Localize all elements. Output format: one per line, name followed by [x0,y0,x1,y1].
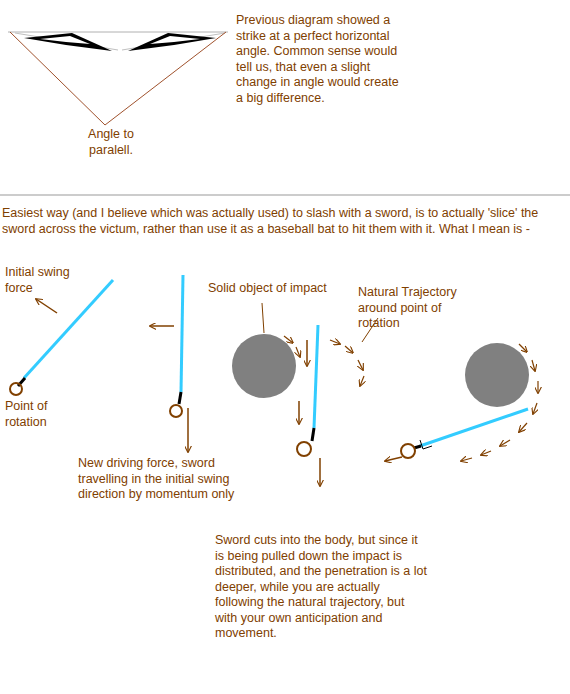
trajectory-arrow [500,440,510,446]
impact-object [232,334,296,398]
sword-blade [181,275,183,392]
sword-guard [420,440,432,449]
trajectory-arrow [360,376,364,386]
rotation-point [297,442,311,456]
impact-object [465,343,529,407]
trajectory-arrow [533,403,537,414]
trajectory-arrow [296,347,300,357]
leader-line [262,303,264,333]
force-arrow [36,299,57,313]
force-note: New driving force, sword travelling in t… [78,456,260,503]
horizontal-line [8,32,228,33]
trajectory-arrow [358,360,363,370]
sword-hilt [312,428,314,441]
separator [0,195,570,196]
blade-highlight [150,36,200,44]
trajectory-arrow [345,346,353,353]
trajectory-arrow [537,381,538,393]
note-text: Previous diagram showed a strike at a pe… [236,13,408,106]
sword-blade [24,280,113,378]
sword-blade [314,325,318,428]
force-arrow [298,401,300,424]
trajectory-label: Natural Trajectory around point of rotat… [358,285,483,332]
intro-text: Easiest way (and I believe which was act… [2,206,568,237]
rotation-point [170,405,182,417]
force-arrow [385,457,402,461]
trajectory-arrow [519,423,527,432]
guide-line [122,33,225,50]
rotation-label: Point of rotation [5,399,65,430]
trajectory-arrow [330,340,340,344]
angle-line [105,32,226,125]
trajectory-arrow [284,336,293,343]
angle-line [10,32,105,125]
sword-blade [420,409,528,446]
force-arrow [319,458,321,486]
trajectory-arrow [519,344,527,352]
guide-line [15,33,118,50]
sword-hilt [179,392,181,404]
trajectory-arrow [461,458,472,461]
force-arrow [150,325,174,327]
blade-highlight [40,36,90,44]
object-label: Solid object of impact [208,281,358,297]
trajectory-arrow [481,451,491,455]
angle-label: Angle to paralell. [80,127,142,158]
force-label: Initial swing force [5,265,83,296]
rotation-point [401,444,415,458]
rotation-point [10,383,22,395]
force-arrow [306,340,308,366]
explanation-text: Sword cuts into the body, but since it i… [215,533,430,642]
trajectory-arrow [532,360,535,371]
force-arrow [187,408,189,452]
blade-shape [24,33,112,51]
blade-shape [128,33,216,51]
